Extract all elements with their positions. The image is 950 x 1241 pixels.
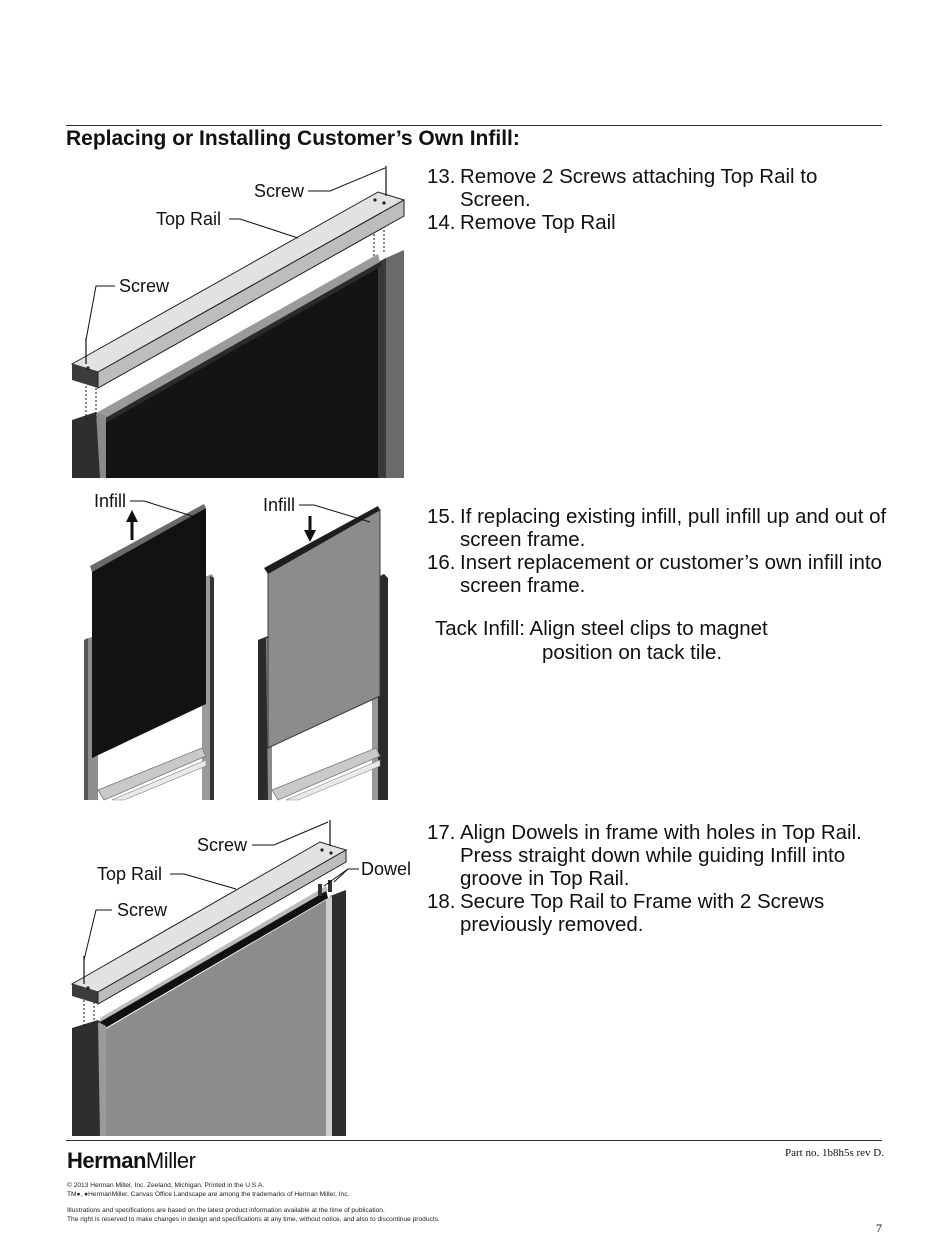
step-15: 15. If replacing existing infill, pull i… bbox=[427, 505, 887, 551]
figure-2-pull-infill-up: Infill bbox=[84, 491, 214, 801]
logo-bold: Herman bbox=[67, 1148, 146, 1173]
callout-screw-left: Screw bbox=[119, 276, 170, 296]
step-number: 13. bbox=[427, 165, 456, 188]
tack-note: Tack Infill: Align steel clips to magnet… bbox=[435, 617, 768, 665]
step-text: Remove 2 Screws attaching Top Rail to Sc… bbox=[460, 165, 818, 211]
callout-top-rail: Top Rail bbox=[97, 864, 162, 884]
callout-screw-top: Screw bbox=[254, 181, 305, 201]
figure-3-install-top-rail: Screw Top Rail Screw Dowel bbox=[70, 820, 411, 1136]
step-13: 13. Remove 2 Screws attaching Top Rail t… bbox=[427, 165, 887, 211]
part-number: Part no. 1b8h5s rev D. bbox=[785, 1147, 884, 1159]
infill-panel-gray bbox=[267, 509, 381, 749]
step-text: Secure Top Rail to Frame with 2 Screws p… bbox=[460, 890, 825, 936]
step-number: 17. bbox=[427, 821, 456, 844]
infill-panel-black bbox=[92, 508, 206, 758]
infill-panel-black bbox=[104, 262, 378, 478]
step-number: 18. bbox=[427, 890, 456, 913]
herman-miller-logo: HermanMiller bbox=[67, 1148, 196, 1174]
callout-infill-up: Infill bbox=[94, 491, 126, 511]
callout-screw-left: Screw bbox=[117, 900, 168, 920]
step-text: Align Dowels in frame with holes in Top … bbox=[460, 821, 862, 890]
page-number: 7 bbox=[876, 1221, 882, 1235]
callout-screw-top: Screw bbox=[197, 835, 248, 855]
step-number: 14. bbox=[427, 211, 456, 234]
step-text: Insert replacement or customer’s own inf… bbox=[460, 551, 882, 597]
step-16: 16. Insert replacement or customer’s own… bbox=[427, 551, 887, 597]
figure-1-remove-top-rail: Screw Top Rail Screw bbox=[70, 166, 406, 478]
step-text: If replacing existing infill, pull infil… bbox=[460, 505, 887, 551]
header-rule bbox=[66, 125, 882, 126]
step-14: 14. Remove Top Rail bbox=[427, 211, 887, 234]
logo-regular: Miller bbox=[145, 1148, 196, 1173]
trademark-text: TM●, ●HermanMiller, Canvas Office Landsc… bbox=[67, 1191, 350, 1198]
step-number: 16. bbox=[427, 551, 456, 574]
steps-group-3: 17. Align Dowels in frame with holes in … bbox=[427, 821, 887, 936]
callout-infill-down: Infill bbox=[263, 495, 295, 515]
infill-panel-gray bbox=[104, 900, 326, 1136]
disclaimer-line-1: Illustrations and specifications are bas… bbox=[67, 1207, 385, 1214]
figure-2-insert-infill-down: Infill bbox=[258, 495, 388, 801]
callout-top-rail: Top Rail bbox=[156, 209, 221, 229]
steps-group-2: 15. If replacing existing infill, pull i… bbox=[427, 505, 887, 597]
disclaimer-line-2: The right is reserved to make changes in… bbox=[67, 1216, 440, 1223]
copyright-text: © 2013 Herman Miller, Inc. Zeeland, Mich… bbox=[67, 1182, 265, 1189]
step-number: 15. bbox=[427, 505, 456, 528]
tack-note-line-1: Tack Infill: Align steel clips to magnet bbox=[435, 617, 768, 640]
callout-dowel: Dowel bbox=[361, 859, 411, 879]
step-17: 17. Align Dowels in frame with holes in … bbox=[427, 821, 887, 890]
step-text: Remove Top Rail bbox=[460, 211, 616, 234]
steps-group-1: 13. Remove 2 Screws attaching Top Rail t… bbox=[427, 165, 887, 234]
step-18: 18. Secure Top Rail to Frame with 2 Scre… bbox=[427, 890, 887, 936]
footer-rule bbox=[66, 1140, 882, 1141]
tack-note-line-2: position on tack tile. bbox=[542, 641, 723, 664]
section-title: Replacing or Installing Customer’s Own I… bbox=[66, 127, 520, 150]
